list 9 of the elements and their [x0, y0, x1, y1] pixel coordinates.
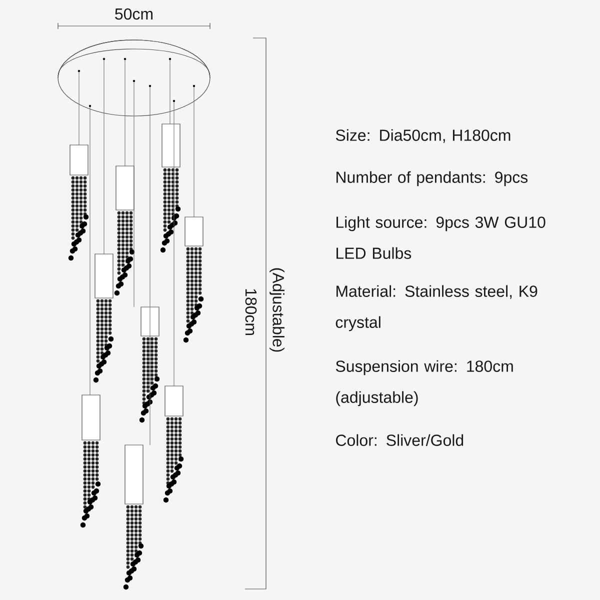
spec-text: Size: Dia50cm, H180cm	[336, 129, 510, 143]
spec-text: Light source: 9pcs 3W GU10 LED Bulbs	[336, 216, 546, 259]
dimension-label: 50cm	[115, 8, 152, 20]
spec-text: Material: Stainless steel, K9 crystal	[336, 285, 538, 332]
spec-text: Number of pendants: 9pcs	[336, 171, 528, 186]
spec-text: Suspension wire: 180cm (adjustable)	[336, 360, 513, 406]
dimension-label: 180cm	[245, 289, 257, 335]
spec-text: Color: Sliver/Gold	[336, 434, 464, 446]
dimension-label: (Adjustable)	[270, 268, 284, 352]
